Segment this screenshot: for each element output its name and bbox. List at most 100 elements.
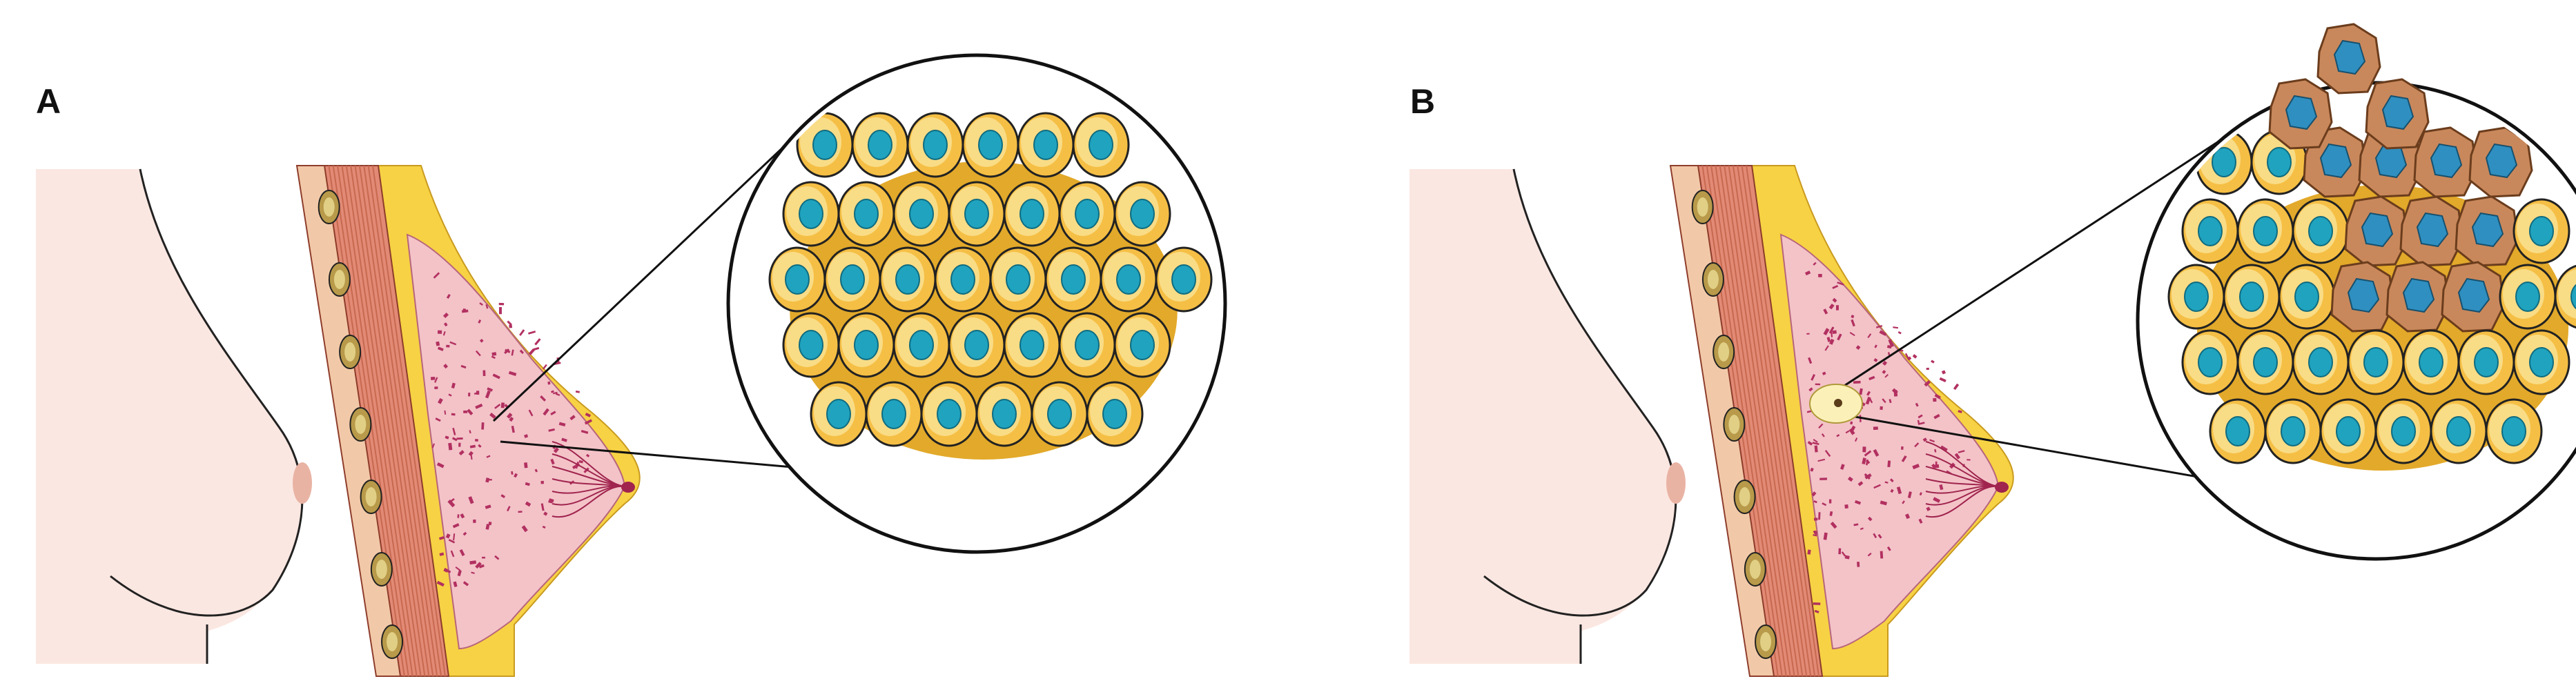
gland-speckle bbox=[1804, 270, 1811, 276]
gland-speckle bbox=[1806, 333, 1810, 335]
gland-speckle bbox=[1828, 303, 1835, 310]
gland-speckle bbox=[447, 499, 456, 508]
rib-marrow bbox=[344, 342, 356, 362]
gland-speckle bbox=[506, 413, 513, 419]
gland-speckle bbox=[1813, 518, 1818, 521]
rib-marrow bbox=[1739, 487, 1750, 506]
gland-speckle bbox=[1888, 352, 1891, 355]
cell-nucleus bbox=[2336, 416, 2361, 446]
gland-speckle bbox=[1958, 450, 1965, 453]
gland-speckle bbox=[553, 447, 559, 453]
gland-speckle bbox=[1941, 370, 1946, 375]
gland-speckle bbox=[1926, 506, 1931, 511]
gland-speckle bbox=[485, 478, 490, 483]
cell-nucleus bbox=[992, 399, 1017, 429]
rib-marrow bbox=[1697, 197, 1708, 217]
tumor-nucleus bbox=[2457, 277, 2490, 313]
gland-speckle bbox=[575, 462, 579, 469]
gland-speckle bbox=[488, 522, 492, 526]
tumor-nucleus bbox=[2361, 212, 2394, 248]
skin-front-view bbox=[36, 169, 302, 664]
gland-speckle bbox=[534, 338, 541, 346]
muscle-fiber bbox=[367, 165, 442, 677]
cell-nucleus bbox=[881, 399, 906, 429]
gland-speckle bbox=[1880, 500, 1887, 506]
cell-nucleus bbox=[2501, 416, 2526, 446]
gland-speckle bbox=[1844, 504, 1848, 509]
cell-nucleus bbox=[1061, 264, 1086, 295]
cell-nucleus bbox=[2198, 347, 2223, 377]
gland-speckle bbox=[511, 425, 515, 433]
gland-speckle bbox=[1887, 460, 1891, 468]
gland-speckle bbox=[1905, 513, 1911, 520]
gland-speckle bbox=[507, 506, 511, 512]
gland-speckle bbox=[471, 571, 475, 574]
gland-speckle bbox=[452, 427, 456, 435]
gland-speckle bbox=[481, 422, 485, 430]
cell-nucleus bbox=[2529, 347, 2554, 377]
cell-nucleus bbox=[909, 199, 934, 229]
muscle-fiber bbox=[341, 165, 418, 677]
gland-speckle bbox=[1853, 523, 1859, 526]
gland-speckle bbox=[518, 511, 523, 513]
gland-speckle bbox=[1939, 377, 1946, 383]
gland-speckle bbox=[547, 381, 551, 385]
tumor-nucleus bbox=[2319, 143, 2352, 179]
gland-speckle bbox=[1873, 533, 1877, 538]
rib-marrow bbox=[387, 632, 398, 651]
muscle-fiber bbox=[1737, 165, 1812, 677]
gland-speckle bbox=[1836, 434, 1840, 437]
gland-speckle bbox=[1918, 518, 1923, 524]
cell-nucleus bbox=[2267, 147, 2292, 177]
gland-speckle bbox=[1897, 331, 1902, 335]
gland-speckle bbox=[1873, 357, 1878, 362]
gland-speckle bbox=[431, 377, 436, 380]
gland-speckle bbox=[474, 392, 479, 395]
gland-speckle bbox=[1813, 500, 1817, 504]
gland-speckle bbox=[469, 560, 477, 565]
gland-speckle bbox=[1811, 491, 1817, 497]
cell-nucleus bbox=[2474, 347, 2499, 377]
cell-nucleus bbox=[2570, 282, 2576, 312]
gland-speckle bbox=[1829, 511, 1833, 516]
gland-speckle bbox=[1918, 414, 1923, 419]
gland-speckle bbox=[584, 419, 593, 425]
gland-speckle bbox=[498, 302, 505, 306]
gland-speckle bbox=[500, 402, 505, 408]
gland-speckle bbox=[462, 581, 469, 587]
gland-speckle bbox=[436, 580, 445, 587]
rib-marrow bbox=[375, 560, 387, 579]
rib-marrow bbox=[323, 197, 335, 217]
gland-speckle bbox=[507, 320, 512, 326]
gland-speckle bbox=[1853, 380, 1861, 384]
glandular-tissue bbox=[1779, 233, 2000, 650]
gland-speckle bbox=[1954, 453, 1960, 460]
gland-speckle bbox=[1934, 449, 1937, 453]
gland-speckle bbox=[1915, 402, 1919, 407]
gland-speckle bbox=[1933, 397, 1937, 402]
gland-speckle bbox=[1862, 457, 1866, 465]
gland-speckle bbox=[542, 364, 547, 370]
gland-speckle bbox=[1874, 344, 1877, 348]
cell-nucleus bbox=[2308, 216, 2333, 246]
gland-speckle bbox=[1851, 319, 1855, 327]
muscle-fiber bbox=[1724, 165, 1799, 677]
glandular-tissue bbox=[406, 233, 626, 650]
gland-speckle bbox=[550, 411, 556, 415]
gland-speckle bbox=[1873, 484, 1881, 489]
cell-nucleus bbox=[785, 264, 810, 295]
gland-speckle bbox=[482, 556, 486, 559]
gland-speckle bbox=[585, 453, 590, 457]
gland-speckle bbox=[489, 413, 496, 420]
gland-speckle bbox=[460, 513, 465, 519]
gland-speckle bbox=[1902, 500, 1905, 504]
gland-speckle bbox=[508, 371, 517, 376]
gland-speckle bbox=[463, 410, 468, 413]
gland-speckle bbox=[455, 566, 461, 571]
gland-speckle bbox=[1912, 464, 1920, 470]
tumor-nucleus bbox=[2430, 143, 2463, 179]
cell-nucleus bbox=[923, 130, 948, 160]
gland-speckle bbox=[1890, 478, 1894, 482]
gland-speckle bbox=[458, 442, 461, 447]
muscle-fiber bbox=[1728, 165, 1804, 677]
